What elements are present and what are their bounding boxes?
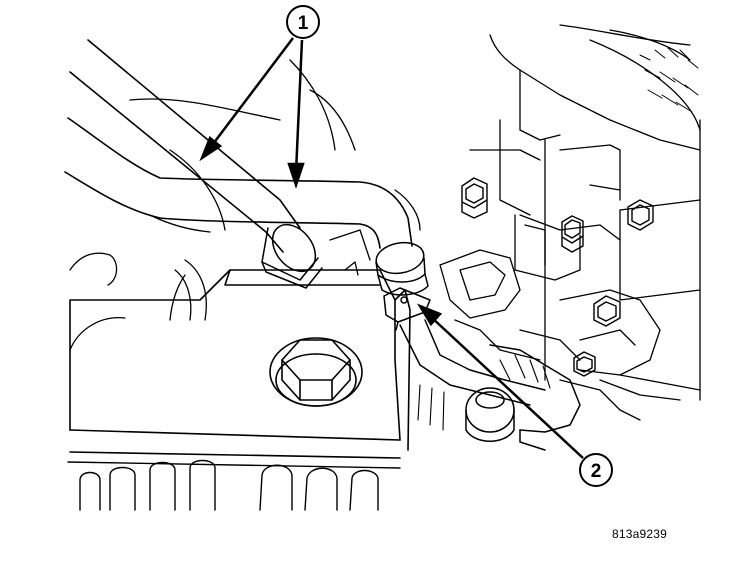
hex-bolt-upper-right: [627, 199, 654, 231]
lower-tube: [64, 117, 413, 249]
figure-id: 813a9239: [612, 527, 667, 541]
lower-hose: [399, 319, 581, 451]
callout-1-number: 1: [298, 13, 309, 34]
lower-tube-fitting: [375, 241, 429, 296]
hex-bolt-middle: [561, 215, 584, 253]
mounting-bracket: [69, 269, 411, 459]
upper-tube-fitting: [261, 223, 323, 289]
engine-block-outline: [439, 24, 701, 421]
callout-2: 2: [579, 453, 613, 487]
bracket-bolt: [269, 337, 363, 407]
hex-bolt-lower-right: [593, 295, 621, 327]
callout-2-leader: [416, 303, 584, 459]
callout-1-leaders: [199, 37, 305, 189]
hex-bolt-upper-left: [461, 177, 488, 219]
lower-panel-slots: [67, 459, 401, 511]
hex-bolt-bottom: [573, 351, 596, 377]
upper-tube: [69, 39, 301, 253]
callout-2-number: 2: [591, 461, 602, 482]
callout-1: 1: [286, 5, 320, 39]
